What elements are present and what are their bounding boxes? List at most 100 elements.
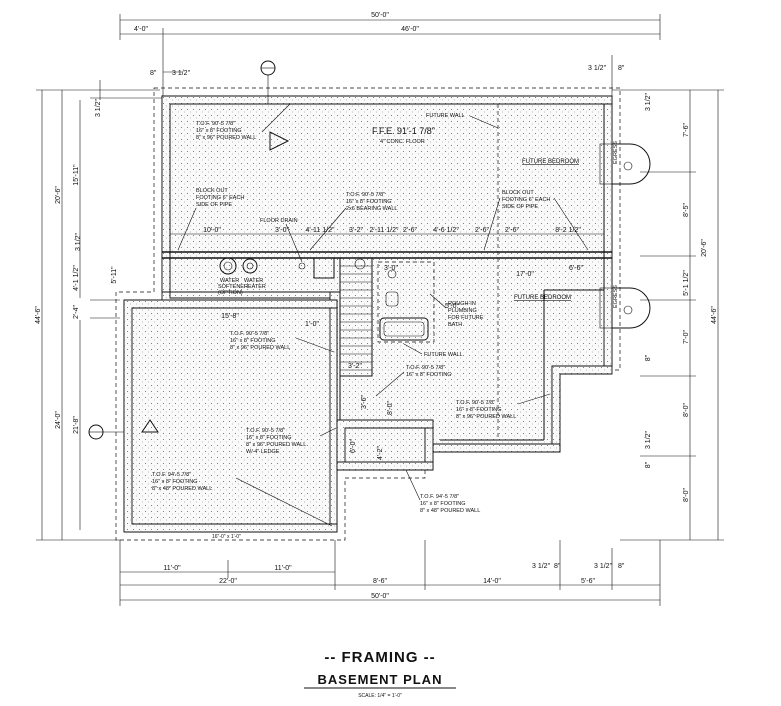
dim-int-5: 2'-11 1/2" <box>370 227 400 234</box>
future-bedroom-2: FUTURE BEDROOM <box>514 295 571 301</box>
dim-right-overall: 44'-6" <box>711 306 718 324</box>
note-fnd-top-2: 16" x 8" FOOTING <box>196 128 241 134</box>
dim-left-upper: 20'-6" <box>55 186 62 204</box>
title-scale: SCALE: 1/4" = 1'-0" <box>358 693 402 699</box>
dim-int-3: 4'-11 1/2" <box>306 227 336 234</box>
footing-mid-1: T.O.F. 90'-5 7/8" <box>230 331 269 337</box>
dim-right-d: 7'-0" <box>683 330 690 344</box>
footing-center-1: T.O.F. 90'-5 7/8" <box>406 365 445 371</box>
dim-int-15: 3'-2" <box>348 363 362 370</box>
footing-ledge-1: T.O.F. 90'-5 7/8" <box>246 428 285 434</box>
dim-top-overall: 50'-0" <box>371 12 389 19</box>
dim-right-upper: 20'-6" <box>701 239 708 257</box>
dim-left-overall: 44'-6" <box>35 306 42 324</box>
egress-windows: EGRESS EGRESS <box>599 141 651 329</box>
footing-mid-2: 16" x 8" FOOTING <box>230 338 275 344</box>
dim-top-left: 4'-0" <box>134 26 148 33</box>
block-out-left-2: FOOTING 6" EACH <box>196 195 244 201</box>
dim-bottom-c: 22'-0" <box>219 578 237 585</box>
dim-bottom-d: 8'-6" <box>373 578 387 585</box>
dim-left-lower: 24'-0" <box>55 411 62 429</box>
dim-bottom-a: 11'-0" <box>163 565 181 572</box>
dim-right-e: 8'-0" <box>683 403 690 417</box>
rough-in-3: FOR FUTURE <box>448 315 484 321</box>
top-dimensions: 50'-0" 4'-0" 46'-0" 8" 3 1/2" 3 1/2" 8" <box>119 12 661 100</box>
conc-floor-label: 4" CONC. FLOOR <box>380 139 425 145</box>
dim-int-2: 3'-0" <box>275 227 289 234</box>
dim-int-19: 5'-0" <box>445 303 459 310</box>
egress-label-2: EGRESS <box>613 285 619 308</box>
dim-int-20: 4'-2" <box>377 446 384 460</box>
dim-left-small2: 3 1/2" <box>75 232 82 251</box>
dim-top-small-right: 3 1/2" <box>588 65 607 72</box>
footing-bottom-3: 8" x 48" POURED WALL <box>420 508 480 514</box>
dim-int-7: 4'-6 1/2" <box>433 227 459 234</box>
dim-int-1: 10'-0" <box>203 227 221 234</box>
dim-bottom-s2: 8" <box>554 563 561 570</box>
water-softener-2: SOFTENER <box>218 284 248 290</box>
rough-in-2: PLUMBING <box>448 308 477 314</box>
dim-top-small-left2: 3 1/2" <box>172 70 191 77</box>
footing-ledge-3: 8" x 96" POURED WALL <box>246 442 306 448</box>
future-bedroom-1: FUTURE BEDROOM <box>522 159 579 165</box>
title-block: -- FRAMING -- BASEMENT PLAN SCALE: 1/4" … <box>304 649 456 699</box>
water-heater-1: WATER <box>244 278 263 284</box>
future-wall-mid: FUTURE WALL <box>424 352 463 358</box>
dim-int-9: 2'-6" <box>505 227 519 234</box>
footing-garage-1: T.O.F. 94'-5 7/8" <box>152 472 191 478</box>
footing-bottom-1: T.O.F. 94'-5 7/8" <box>420 494 459 500</box>
footing-right-3: 8" x 96" POURED WALL <box>456 414 516 420</box>
fixture-label: 3'-0" <box>384 265 398 272</box>
slab-note: 16"-0" x 1'-0" <box>212 534 241 540</box>
dim-int-17: 6'-0" <box>350 439 357 453</box>
bearing-wall-3: 2x6 BEARING WALL <box>346 206 397 212</box>
dim-top-small-right2: 8" <box>618 65 625 72</box>
egress-label-1: EGRESS <box>613 141 619 164</box>
dim-bottom-b: 11'-0" <box>274 565 292 572</box>
block-out-right-1: BLOCK OUT <box>502 190 534 196</box>
dim-int-18: 8'-0" <box>387 401 394 415</box>
dim-left-lower-a: 21'-8" <box>73 416 80 434</box>
footing-garage-2: 16" x 8" FOOTING <box>152 479 197 485</box>
left-dimensions: 44'-6" 20'-6" 24'-0" 15'-11" 4'-1 1/2" 2… <box>35 80 162 541</box>
future-wall-top: FUTURE WALL <box>426 113 465 119</box>
note-fnd-top-3: 8" x 96" POURED WALL <box>196 135 256 141</box>
stairs <box>339 257 373 377</box>
dim-left-mid: 2'-4" <box>73 305 80 319</box>
dim-int-6: 2'-6" <box>403 227 417 234</box>
floor-drain-label: FLOOR DRAIN <box>260 218 298 224</box>
interior-dimensions: 10'-0" 3'-0" 4'-11 1/2" 3'-2" 2'-11 1/2"… <box>203 227 583 460</box>
dim-bottom-s1: 3 1/2" <box>532 563 551 570</box>
section-markers <box>88 60 290 440</box>
water-softener-3: (OPTION) <box>218 290 243 296</box>
plan-notes: T.O.F. 90'-5 7/8" 16" x 8" FOOTING 8" x … <box>152 103 589 540</box>
title-framing: -- FRAMING -- <box>324 649 435 666</box>
future-bath: 3'-0" <box>354 258 435 343</box>
dim-int-14: 1'-0" <box>305 321 319 328</box>
dim-int-4: 3'-2" <box>349 227 363 234</box>
ffe-label: F.F.E. 91'-1 7/8" <box>372 126 435 136</box>
dim-left-small1: 3 1/2" <box>95 98 102 117</box>
dim-bottom-s3: 3 1/2" <box>594 563 613 570</box>
footing-ledge-4: W/ 4" LEDGE <box>246 449 280 455</box>
dim-left-upper-a: 15'-11" <box>73 164 80 186</box>
dim-left-upper-b: 4'-1 1/2" <box>73 265 80 291</box>
mechanical: WATER SOFTENER (OPTION) WATER HEATER <box>218 257 335 296</box>
footing-garage-3: 8" x 48" POURED WALL <box>152 486 212 492</box>
footing-ledge-2: 16" x 8" FOOTING <box>246 435 291 441</box>
dim-int-10: 8'-2 1/2" <box>555 227 581 234</box>
footing-right-1: T.O.F. 90'-5 7/8" <box>456 400 495 406</box>
water-heater-2: HEATER <box>244 284 266 290</box>
dim-bottom-e: 14'-0" <box>483 578 501 585</box>
dim-int-8: 2'-6" <box>475 227 489 234</box>
footing-center-2: 16" x 8" FOOTING <box>406 372 451 378</box>
slope-arrow-left <box>141 419 159 433</box>
footing-right-2: 16" x 8" FOOTING <box>456 407 501 413</box>
dim-right-s1: 3 1/2" <box>645 92 652 111</box>
block-out-left-1: BLOCK OUT <box>196 188 228 194</box>
dim-int-16: 3'-6" <box>361 395 368 409</box>
dim-int-11: 17'-0" <box>516 271 534 278</box>
dim-right-s2: 8" <box>645 354 652 361</box>
bearing-wall-1: T.O.F. 90'-5 7/8" <box>346 192 385 198</box>
title-basement-plan: BASEMENT PLAN <box>318 672 443 687</box>
